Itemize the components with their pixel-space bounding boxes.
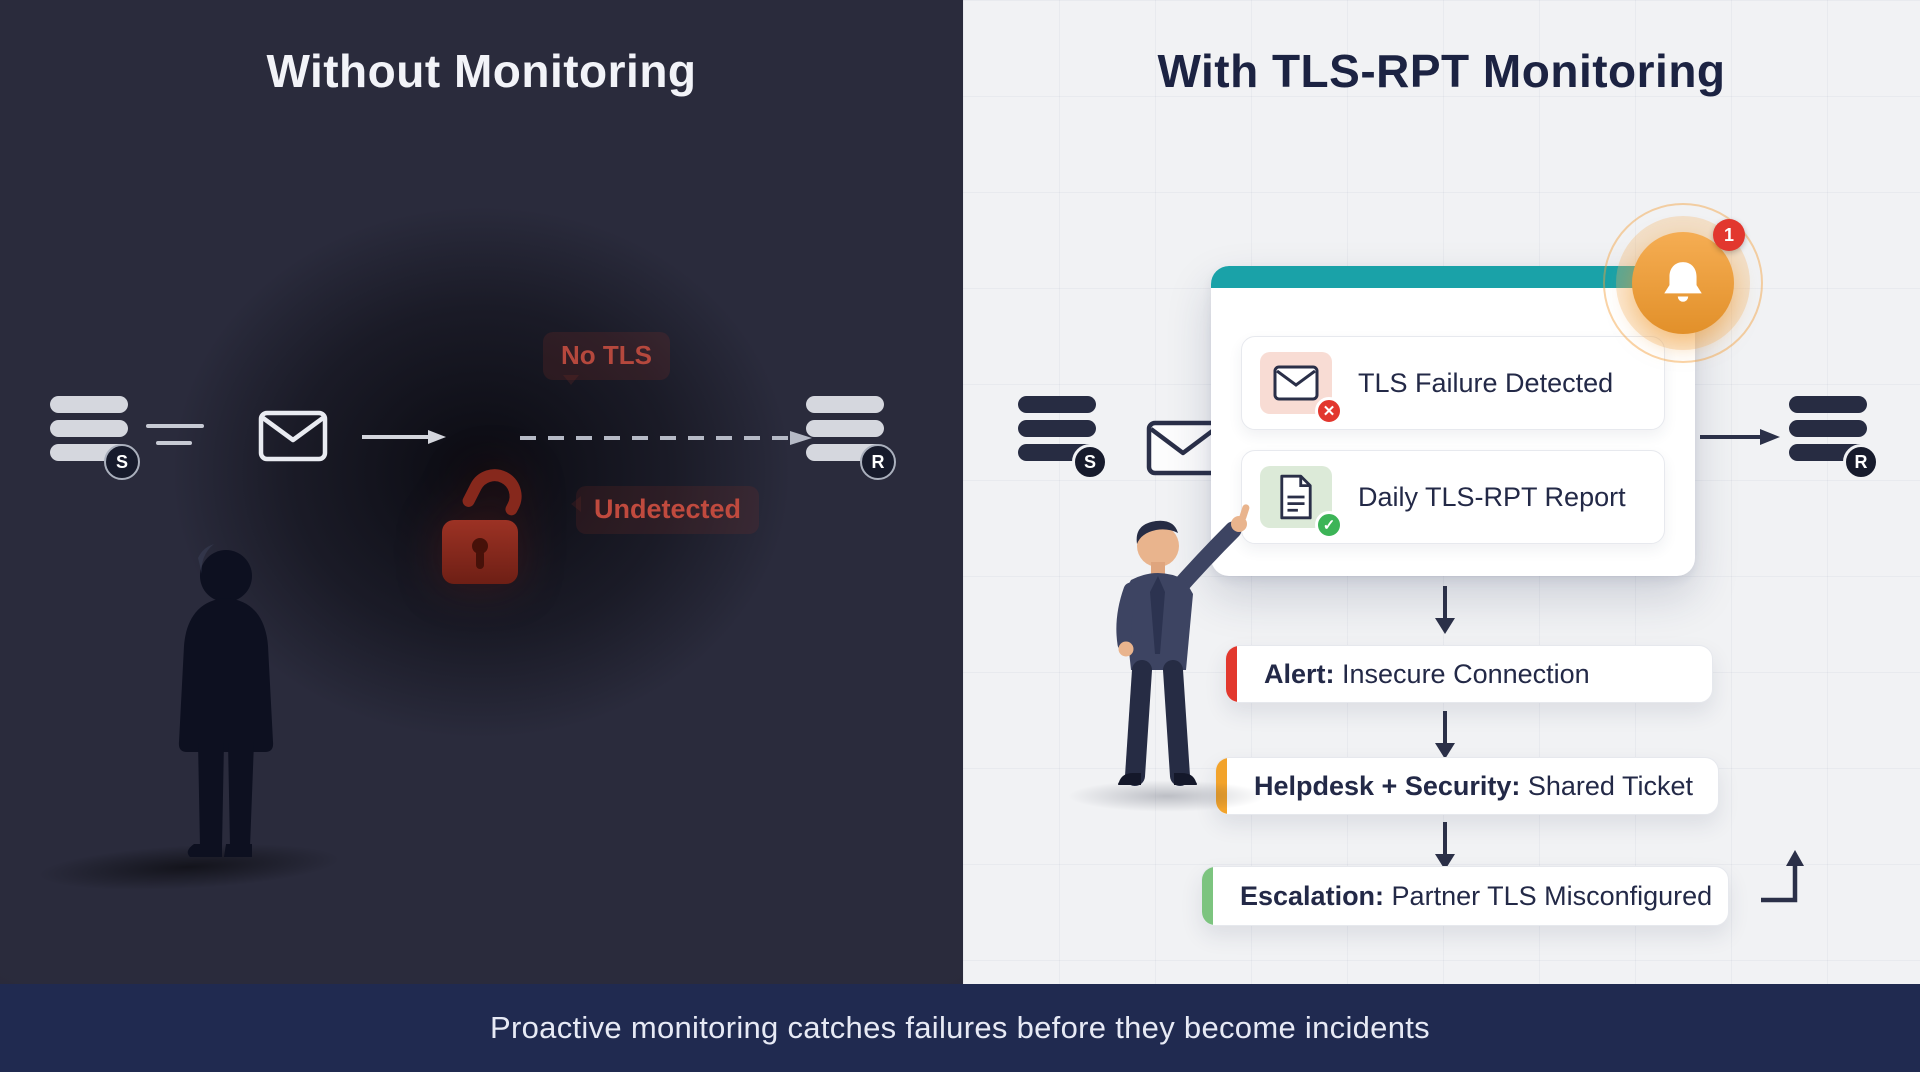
sender-server-badge: S	[1072, 444, 1108, 480]
person-shadow	[1067, 780, 1267, 812]
daily-report-row: ✓ Daily TLS-RPT Report	[1241, 450, 1665, 544]
receiver-server-badge: R	[860, 444, 896, 480]
left-panel-title: Without Monitoring	[266, 45, 697, 97]
email-envelope-icon	[258, 410, 328, 462]
down-arrow-icon	[1435, 711, 1455, 759]
helpdesk-prefix: Helpdesk + Security:	[1254, 770, 1521, 801]
check-mark-icon: ✓	[1322, 517, 1336, 534]
server-bar	[50, 420, 128, 437]
right-arrow-icon	[1700, 429, 1780, 445]
receiver-server-icon: R	[1789, 396, 1879, 480]
pointing-person-illustration	[1116, 504, 1250, 786]
server-bar	[806, 420, 884, 437]
alert-text: Alert: Insecure Connection	[1226, 659, 1590, 690]
receiver-server-badge: R	[1843, 444, 1879, 480]
no-tls-label: No TLS	[543, 332, 670, 385]
server-bar	[1789, 420, 1867, 437]
server-bar	[806, 396, 884, 413]
sender-server-icon: S	[1018, 396, 1108, 480]
undetected-label: Undetected	[570, 486, 760, 534]
email-envelope-icon	[1146, 420, 1220, 476]
motion-line	[146, 424, 204, 428]
with-monitoring-panel: With TLS-RPT Monitoring S ✕	[963, 0, 1920, 984]
escalation-text: Escalation: Partner TLS Misconfigured	[1202, 881, 1712, 912]
down-arrow-icon	[1435, 586, 1455, 634]
report-document-icon-tile: ✓	[1260, 466, 1343, 539]
sender-server-badge: S	[104, 444, 140, 480]
helpdesk-accent-bar	[1216, 758, 1227, 814]
error-x-badge: ✕	[1315, 397, 1343, 425]
footer-caption-bar: Proactive monitoring catches failures be…	[0, 984, 1920, 1072]
server-bar	[50, 396, 128, 413]
document-icon	[1280, 474, 1312, 520]
server-bar	[1018, 420, 1096, 437]
escalation-prefix: Escalation:	[1240, 880, 1385, 911]
caption-text: Proactive monitoring catches failures be…	[490, 1010, 1430, 1045]
alert-rest: Insecure Connection	[1334, 658, 1590, 689]
receiver-server-icon: R	[806, 396, 896, 480]
alert-prefix: Alert:	[1264, 658, 1335, 689]
open-padlock-icon	[442, 469, 522, 584]
server-bar	[1018, 396, 1096, 413]
helpdesk-rest: Shared Ticket	[1520, 770, 1693, 801]
notification-count-badge: 1	[1713, 219, 1745, 251]
server-bar	[1789, 396, 1867, 413]
success-check-badge: ✓	[1315, 511, 1343, 539]
without-monitoring-panel: Without Monitoring S No TLS	[0, 0, 963, 984]
person-silhouette	[178, 544, 274, 857]
motion-lines	[146, 424, 216, 445]
escalation-return-arrow-icon	[1761, 850, 1804, 903]
notification-bell-group: 1	[1603, 203, 1763, 363]
sender-server-icon: S	[50, 396, 140, 480]
mail-icon	[1273, 365, 1319, 401]
escalation-rest: Partner TLS Misconfigured	[1384, 880, 1713, 911]
card-header-bar	[1211, 266, 1695, 288]
escalation-box: Escalation: Partner TLS Misconfigured	[1201, 866, 1729, 926]
failed-mail-icon-tile: ✕	[1260, 352, 1343, 425]
bell-circle	[1632, 232, 1734, 334]
undetected-text: Undetected	[594, 494, 742, 524]
x-mark-icon: ✕	[1322, 403, 1336, 420]
alert-accent-bar	[1226, 646, 1237, 702]
alert-box: Alert: Insecure Connection	[1225, 645, 1713, 703]
row-label: TLS Failure Detected	[1358, 367, 1614, 398]
no-tls-text: No TLS	[561, 340, 652, 370]
row-label: Daily TLS-RPT Report	[1358, 481, 1626, 512]
bell-icon	[1664, 262, 1702, 302]
down-arrow-icon	[1435, 822, 1455, 870]
escalation-accent-bar	[1202, 867, 1213, 925]
helpdesk-text: Helpdesk + Security: Shared Ticket	[1216, 771, 1693, 802]
tls-failure-row: ✕ TLS Failure Detected	[1241, 336, 1665, 430]
helpdesk-box: Helpdesk + Security: Shared Ticket	[1215, 757, 1719, 815]
motion-line	[156, 441, 192, 445]
dashed-arrow-icon	[520, 431, 812, 445]
right-arrow-icon	[362, 430, 446, 444]
right-panel-title: With TLS-RPT Monitoring	[1157, 45, 1726, 97]
bell-outer-ring	[1603, 203, 1763, 363]
